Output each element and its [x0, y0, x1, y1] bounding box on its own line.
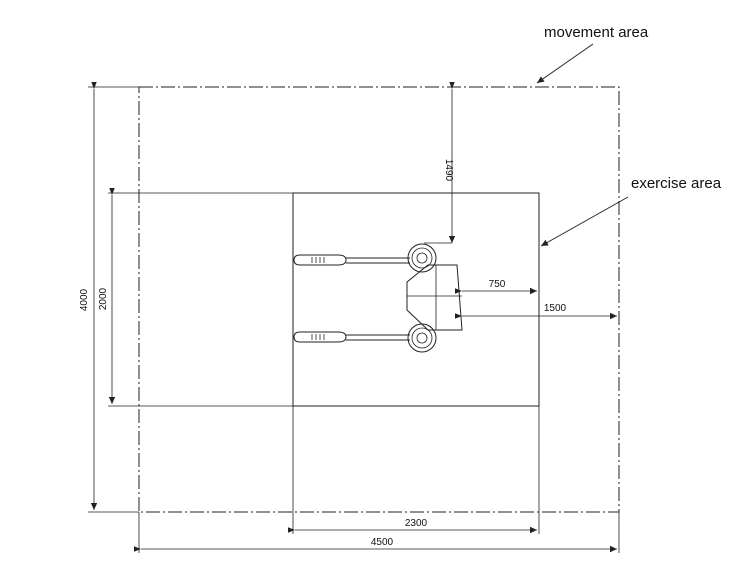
- dimension-total-height: 4000: [79, 288, 90, 311]
- lower-handle: [293, 331, 347, 343]
- leader-movement-area: [536, 43, 594, 84]
- dimension-top-offset: 1490: [443, 159, 454, 182]
- label-exercise-area: exercise area: [631, 175, 722, 192]
- movement-area-boundary: [138, 86, 620, 513]
- dimension-exercise-width: 2300: [405, 518, 428, 529]
- label-movement-area: movement area: [544, 24, 649, 41]
- fitness-equipment: [293, 243, 463, 353]
- dimension-front-clearance: 750: [489, 279, 506, 290]
- dimension-total-width: 4500: [371, 537, 394, 548]
- leader-exercise-area: [540, 196, 629, 247]
- dimension-side-clearance: 1500: [544, 303, 567, 314]
- upper-handle: [293, 254, 347, 266]
- exercise-area-boundary: [292, 192, 540, 407]
- central-housing: [406, 264, 463, 331]
- upper-wheel: [407, 243, 437, 273]
- dimension-exercise-height: 2000: [98, 287, 109, 310]
